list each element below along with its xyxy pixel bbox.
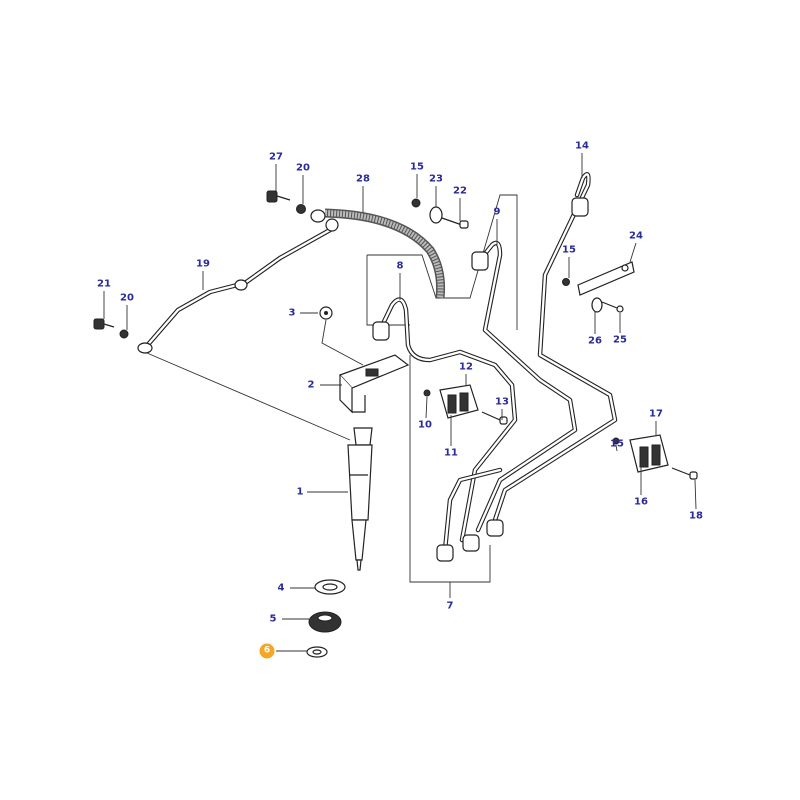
- callout-15[interactable]: 15: [410, 161, 424, 173]
- callout-27[interactable]: 27: [269, 151, 283, 163]
- callout-12[interactable]: 12: [459, 361, 473, 373]
- callout-16[interactable]: 16: [634, 496, 648, 508]
- callout-21[interactable]: 21: [97, 278, 111, 290]
- callout-17[interactable]: 17: [649, 408, 663, 420]
- callout-11[interactable]: 11: [444, 447, 458, 459]
- callout-24[interactable]: 24: [629, 230, 643, 242]
- callout-2[interactable]: 2: [307, 379, 315, 391]
- callout-6-highlighted[interactable]: 6: [259, 643, 275, 659]
- callout-9[interactable]: 9: [493, 206, 501, 218]
- callout-14[interactable]: 14: [575, 140, 589, 152]
- callout-15[interactable]: 15: [562, 244, 576, 256]
- callout-20[interactable]: 20: [296, 162, 310, 174]
- callout-18[interactable]: 18: [689, 510, 703, 522]
- callout-3[interactable]: 3: [288, 307, 296, 319]
- callout-15[interactable]: 15: [610, 438, 624, 450]
- callout-1[interactable]: 1: [296, 486, 304, 498]
- callout-22[interactable]: 22: [453, 185, 467, 197]
- callout-5[interactable]: 5: [269, 613, 277, 625]
- callout-7[interactable]: 7: [446, 600, 454, 612]
- callout-8[interactable]: 8: [396, 260, 404, 272]
- callout-28[interactable]: 28: [356, 173, 370, 185]
- callout-26[interactable]: 26: [588, 335, 602, 347]
- callout-23[interactable]: 23: [429, 173, 443, 185]
- callout-19[interactable]: 19: [196, 258, 210, 270]
- callout-20[interactable]: 20: [120, 292, 134, 304]
- callout-13[interactable]: 13: [495, 396, 509, 408]
- callout-4[interactable]: 4: [277, 582, 285, 594]
- callout-10[interactable]: 10: [418, 419, 432, 431]
- callout-25[interactable]: 25: [613, 334, 627, 346]
- pipe-group-frame-top: [366, 194, 518, 330]
